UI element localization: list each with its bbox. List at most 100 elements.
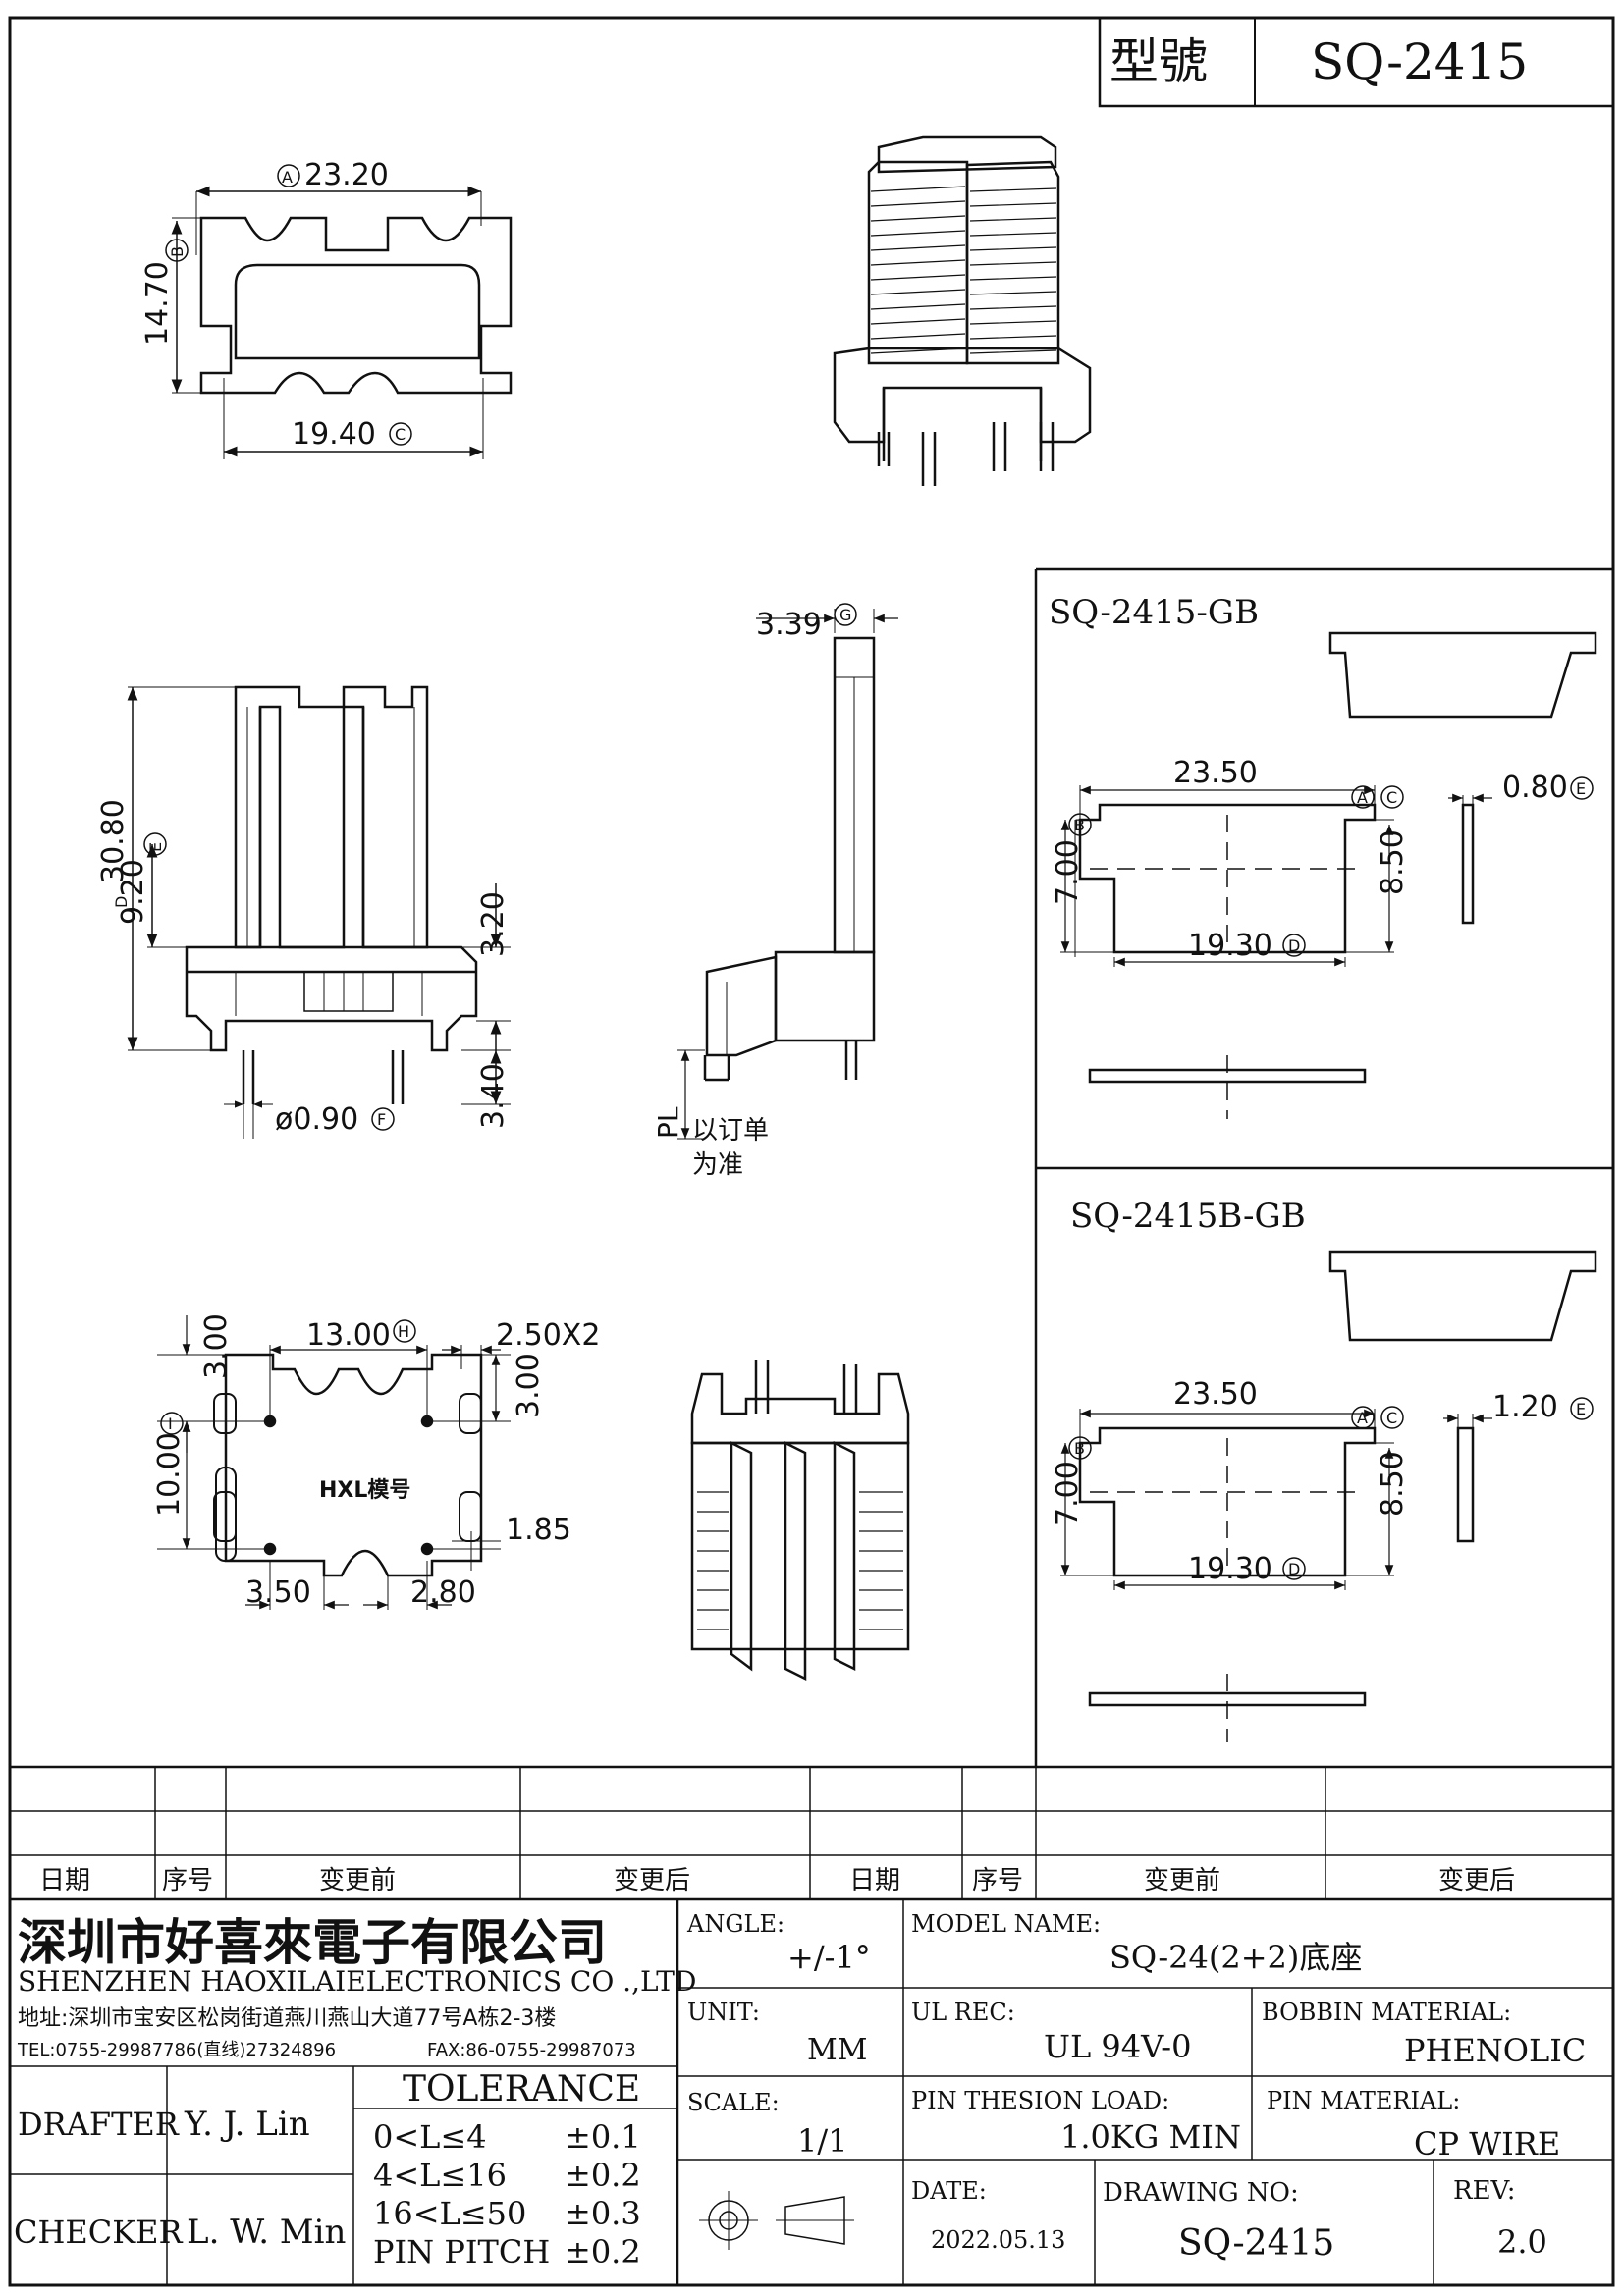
rev-col-before-2: 变更前 <box>1144 1866 1220 1896</box>
top-dim-a: 23.20 <box>304 158 389 192</box>
pin-load-label: PIN THESION LOAD: <box>911 2087 1169 2114</box>
clip-bgb-mark-d: D <box>1288 1560 1300 1578</box>
drawing-no-label: DRAWING NO: <box>1103 2178 1299 2208</box>
side-pl: PL <box>652 1106 684 1139</box>
title-block-grid <box>10 1899 1613 2285</box>
angle-label: ANGLE: <box>686 1910 784 1938</box>
drafter-value: Y. J. Lin <box>184 2105 310 2144</box>
scale-value: 1/1 <box>797 2122 848 2160</box>
clip-gb-dim-d: 19.30 <box>1188 929 1272 963</box>
bottom-logo: HXL模号 <box>319 1478 410 1503</box>
clip-bgb-dim-e: 1.20 <box>1492 1390 1558 1424</box>
bottom-mark-i: I <box>168 1415 173 1433</box>
scale-label: SCALE: <box>687 2089 780 2116</box>
clip-gb-drawing <box>1060 631 1597 1119</box>
clip-gb-dim-c: 8.50 <box>1376 829 1410 895</box>
clip-bgb-mark-e: E <box>1576 1400 1586 1418</box>
rev-col-date-2: 日期 <box>849 1866 900 1896</box>
clip-gb-dim-e: 0.80 <box>1502 771 1568 805</box>
side-mark-g: G <box>839 606 851 624</box>
model-name-value: SQ-24(2+2)底座 <box>1109 1939 1362 1976</box>
rev-col-before-1: 变更前 <box>319 1866 396 1896</box>
front-dim-1: 3.20 <box>476 891 511 957</box>
bottom-dim-350: 3.50 <box>245 1575 311 1610</box>
tol-range-1: 0<L≤4 <box>373 2118 487 2156</box>
tol-value-2: ±0.2 <box>565 2157 641 2194</box>
unit-value: MM <box>807 2033 867 2067</box>
top-dim-b: 14.70 <box>140 261 175 346</box>
angle-value: +/-1° <box>787 1939 871 1976</box>
bobbin-value: PHENOLIC <box>1404 2032 1586 2069</box>
clip-bgb-mark-b: B <box>1074 1439 1085 1458</box>
rev-value: 2.0 <box>1497 2223 1547 2261</box>
front-dim-2: 3.40 <box>476 1063 511 1129</box>
drawing-no-value: SQ-2415 <box>1178 2223 1334 2264</box>
checker-value: L. W. Min <box>187 2213 346 2252</box>
bobbin-label: BOBBIN MATERIAL: <box>1262 1999 1511 2026</box>
bottom-dim-pitch: 2.50X2 <box>496 1318 600 1353</box>
clip-bgb-dim-b: 7.00 <box>1051 1461 1085 1526</box>
sheet-border <box>8 16 1615 2287</box>
ul-label: UL REC: <box>911 1999 1015 2026</box>
top-mark-c: C <box>395 425 406 444</box>
tol-value-4: ±0.2 <box>565 2233 641 2270</box>
clip-gb-mark-d: D <box>1288 936 1300 955</box>
clip-gb-mark-e: E <box>1576 779 1586 798</box>
clip-gb-mark-b: B <box>1074 816 1085 834</box>
company-fax: FAX:86-0755-29987073 <box>427 2040 636 2060</box>
top-view <box>165 164 513 459</box>
company-address: 地址:深圳市宝安区松岗街道燕川燕山大道77号A栋2-3楼 <box>18 2006 556 2031</box>
clip-bgb-dim-a: 23.50 <box>1173 1377 1258 1412</box>
tolerance-label: TOLERANCE <box>403 2069 640 2109</box>
company-tel: TEL:0755-29987786(直线)27324896 <box>17 2040 336 2060</box>
bottom-dim-top: 3.00 <box>199 1313 234 1379</box>
clip-bgb-dim-c: 8.50 <box>1376 1451 1410 1517</box>
clip-bgb-drawing <box>1060 1250 1597 1742</box>
model-name-label: MODEL NAME: <box>911 1910 1101 1938</box>
clip-bgb-mark-a: A <box>1357 1409 1368 1427</box>
drafter-label: DRAFTER <box>18 2106 180 2143</box>
front-mark-f: F <box>377 1110 386 1129</box>
front-view <box>127 685 511 1139</box>
clip-bgb-mark-c: C <box>1386 1409 1397 1427</box>
rev-label: REV: <box>1453 2176 1515 2206</box>
clip-gb-mark-a: A <box>1357 788 1368 807</box>
company-name-en: SHENZHEN HAOXILAIELECTRONICS CO .,LTD <box>18 1965 696 1998</box>
clip-gb-dim-b: 7.00 <box>1051 839 1085 905</box>
rev-col-after-2: 变更后 <box>1438 1866 1515 1896</box>
bottom-dim-185: 1.85 <box>506 1513 571 1547</box>
rev-col-seq-1: 序号 <box>162 1866 213 1896</box>
side-note-1: 以订单 <box>692 1116 769 1146</box>
ul-value: UL 94V-0 <box>1044 2028 1191 2065</box>
front-dim-e: 9.20 <box>116 859 150 925</box>
top-mark-b: B <box>168 246 187 257</box>
bottom-view <box>157 1315 511 1610</box>
front-dim-d: 30.80 <box>96 799 131 883</box>
revision-table <box>10 1765 1613 1901</box>
date-label: DATE: <box>911 2177 987 2205</box>
pin-mat-value: CP WIRE <box>1414 2125 1560 2163</box>
top-dim-c: 19.40 <box>292 417 376 452</box>
tol-range-4: PIN PITCH <box>373 2233 550 2270</box>
bottom-dim-280: 2.80 <box>410 1575 476 1610</box>
tol-value-3: ±0.3 <box>565 2195 641 2232</box>
front-dim-f: ø0.90 <box>275 1102 358 1137</box>
model-value: SQ-2415 <box>1311 33 1528 90</box>
front-mark-d: D <box>112 896 131 908</box>
date-value: 2022.05.13 <box>931 2226 1065 2254</box>
model-header: 型號 SQ-2415 <box>1098 16 1615 108</box>
tol-range-2: 4<L≤16 <box>373 2157 507 2194</box>
bottom-dim-h: 13.00 <box>306 1318 391 1353</box>
clip-gb-mark-c: C <box>1386 788 1397 807</box>
company-name-cn: 深圳市好喜來電子有限公司 <box>18 1914 607 1971</box>
side-view <box>677 603 898 1140</box>
clip-bgb-dim-d: 19.30 <box>1188 1552 1272 1586</box>
rev-col-seq-2: 序号 <box>972 1866 1023 1896</box>
rev-col-after-1: 变更后 <box>614 1866 690 1896</box>
tol-range-3: 16<L≤50 <box>373 2195 526 2232</box>
side-note-2: 为准 <box>692 1150 743 1180</box>
bottom-mark-h: H <box>398 1322 409 1341</box>
checker-label: CHECKER <box>14 2214 184 2251</box>
tol-value-1: ±0.1 <box>565 2118 641 2156</box>
